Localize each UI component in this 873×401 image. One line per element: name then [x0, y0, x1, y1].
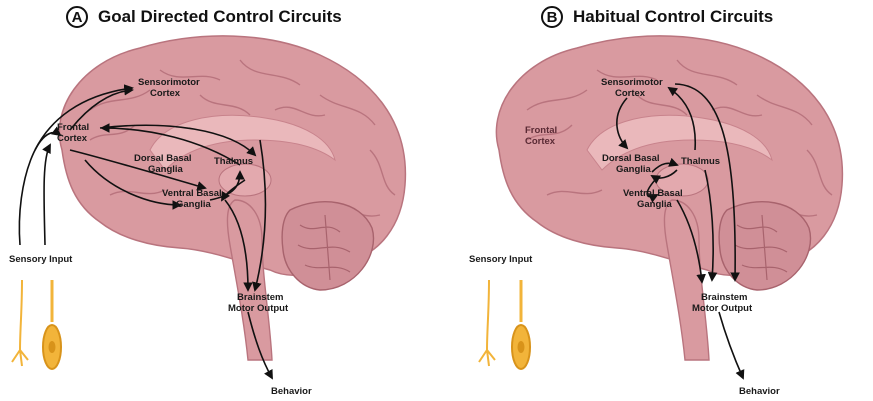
dorsal-label-2: Ganglia: [616, 164, 652, 175]
sensory-input-label: Sensory Input: [469, 254, 533, 265]
ventral-label-1: Ventral Basal: [162, 188, 222, 199]
behavior-label: Behavior: [271, 386, 312, 397]
sensorimotor-label-1: Sensorimotor: [601, 77, 663, 88]
brainstem-label-2: Motor Output: [692, 303, 753, 314]
behavior-label: Behavior: [739, 386, 780, 397]
thalmus-label: Thalmus: [214, 156, 253, 167]
dorsal-label-1: Dorsal Basal: [134, 153, 192, 164]
ventral-label-2: Ganglia: [176, 199, 212, 210]
panel-goal-directed: A Goal Directed Control Circuits: [0, 0, 436, 401]
brainstem-label-1: Brainstem: [701, 292, 747, 303]
ventral-label-2: Ganglia: [637, 199, 673, 210]
frontal-label-1: Frontal: [57, 122, 89, 133]
dorsal-label-2: Ganglia: [148, 164, 184, 175]
sensory-neuron-icon: [12, 280, 61, 369]
ventral-label-1: Ventral Basal: [623, 188, 683, 199]
sensory-neuron-icon: [479, 280, 530, 369]
sensory-input-label: Sensory Input: [9, 254, 73, 265]
sensorimotor-label-1: Sensorimotor: [138, 77, 200, 88]
brainstem-label-1: Brainstem: [237, 292, 283, 303]
frontal-label-2: Cortex: [57, 133, 88, 144]
frontal-label-1: Frontal: [525, 125, 557, 136]
brainstem-label-2: Motor Output: [228, 303, 289, 314]
sensorimotor-label-2: Cortex: [615, 88, 646, 99]
thalmus-label: Thalmus: [681, 156, 720, 167]
panel-b-diagram: Sensorimotor Cortex Frontal Cortex Dorsa…: [437, 0, 873, 401]
sensorimotor-label-2: Cortex: [150, 88, 181, 99]
panel-a-diagram: Sensorimotor Cortex Frontal Cortex Dorsa…: [0, 0, 436, 401]
frontal-label-2: Cortex: [525, 136, 556, 147]
dorsal-label-1: Dorsal Basal: [602, 153, 660, 164]
panel-habitual: B Habitual Control Circuits: [437, 0, 873, 401]
